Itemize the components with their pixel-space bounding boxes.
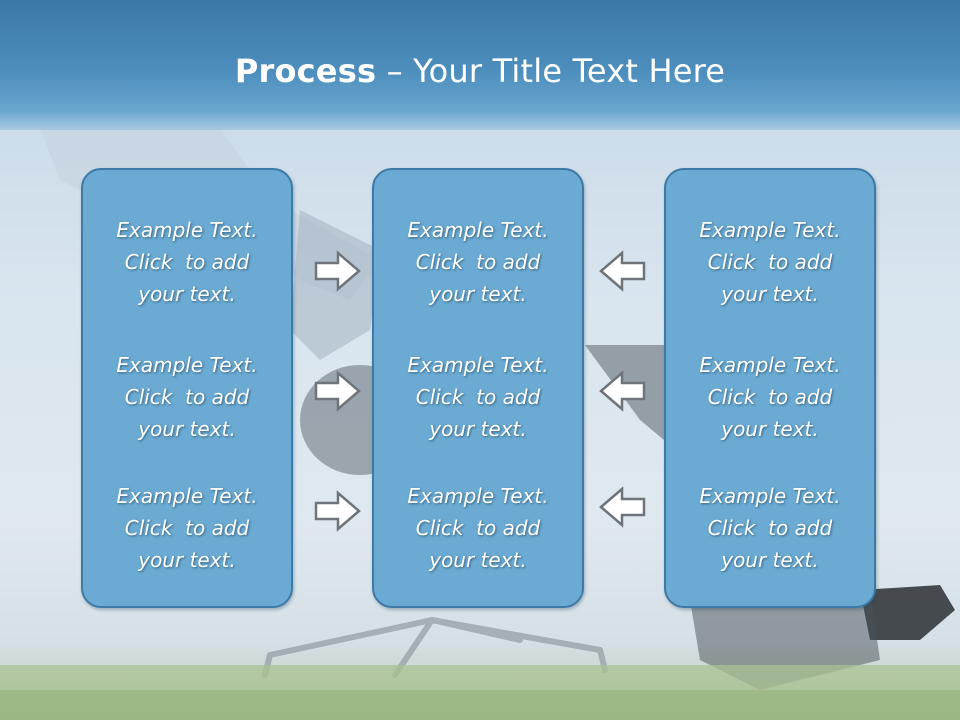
arrow-right-icon bbox=[314, 370, 361, 412]
arrow-left-icon bbox=[599, 250, 646, 292]
title-dash: – bbox=[376, 52, 414, 90]
left-panel[interactable]: Example Text. Click to add your text. Ex… bbox=[81, 168, 293, 608]
text-line: Example Text. bbox=[407, 484, 549, 508]
text-block[interactable]: Example Text. Click to add your text. bbox=[666, 349, 874, 445]
center-panel[interactable]: Example Text. Click to add your text. Ex… bbox=[372, 168, 584, 608]
text-block[interactable]: Example Text. Click to add your text. bbox=[83, 214, 291, 310]
text-line: Example Text. bbox=[407, 353, 549, 377]
text-line: Click to add bbox=[124, 385, 250, 409]
arrow-left-icon bbox=[599, 486, 646, 528]
title-bar: Process – Your Title Text Here bbox=[0, 0, 960, 130]
text-line: Example Text. bbox=[116, 484, 258, 508]
text-block[interactable]: Example Text. Click to add your text. bbox=[666, 480, 874, 576]
slide-title[interactable]: Process – Your Title Text Here bbox=[0, 52, 960, 90]
text-line: your text. bbox=[138, 548, 236, 572]
title-bold-word: Process bbox=[234, 52, 377, 90]
text-line: your text. bbox=[138, 282, 236, 306]
text-line: Click to add bbox=[415, 250, 541, 274]
text-block[interactable]: Example Text. Click to add your text. bbox=[666, 214, 874, 310]
text-line: Example Text. bbox=[116, 353, 258, 377]
text-line: Example Text. bbox=[699, 484, 841, 508]
text-line: your text. bbox=[721, 548, 819, 572]
text-line: Example Text. bbox=[699, 218, 841, 242]
title-rest: Your Title Text Here bbox=[413, 52, 726, 90]
text-line: Example Text. bbox=[699, 353, 841, 377]
text-line: Click to add bbox=[707, 385, 833, 409]
text-line: Click to add bbox=[707, 516, 833, 540]
right-panel[interactable]: Example Text. Click to add your text. Ex… bbox=[664, 168, 876, 608]
text-line: your text. bbox=[429, 548, 527, 572]
text-line: Click to add bbox=[124, 516, 250, 540]
arrow-left-icon bbox=[599, 370, 646, 412]
text-line: your text. bbox=[138, 417, 236, 441]
text-line: your text. bbox=[429, 417, 527, 441]
text-line: Example Text. bbox=[116, 218, 258, 242]
text-line: your text. bbox=[721, 417, 819, 441]
text-line: your text. bbox=[429, 282, 527, 306]
text-block[interactable]: Example Text. Click to add your text. bbox=[374, 214, 582, 310]
text-line: your text. bbox=[721, 282, 819, 306]
text-line: Click to add bbox=[415, 385, 541, 409]
text-line: Example Text. bbox=[407, 218, 549, 242]
arrow-right-icon bbox=[314, 490, 361, 532]
text-block[interactable]: Example Text. Click to add your text. bbox=[83, 349, 291, 445]
text-block[interactable]: Example Text. Click to add your text. bbox=[374, 480, 582, 576]
arrow-right-icon bbox=[314, 250, 361, 292]
text-block[interactable]: Example Text. Click to add your text. bbox=[83, 480, 291, 576]
text-line: Click to add bbox=[415, 516, 541, 540]
text-line: Click to add bbox=[124, 250, 250, 274]
text-block[interactable]: Example Text. Click to add your text. bbox=[374, 349, 582, 445]
text-line: Click to add bbox=[707, 250, 833, 274]
